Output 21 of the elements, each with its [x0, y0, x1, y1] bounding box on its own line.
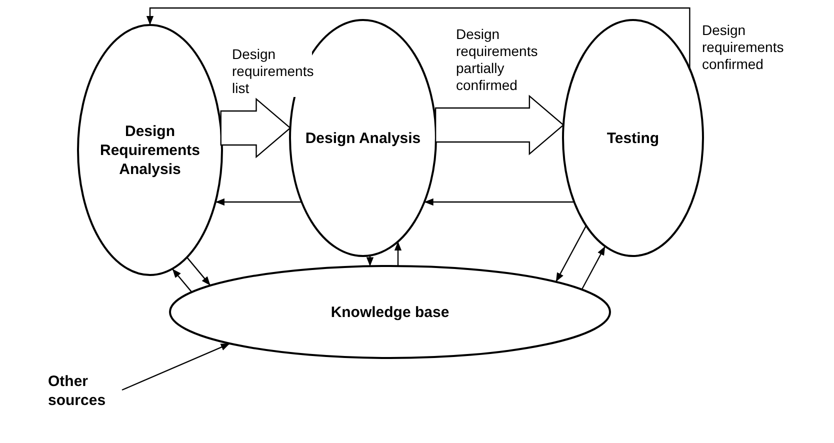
arrow: [146, 7, 690, 69]
node-label: Design Analysis: [304, 128, 422, 148]
edge-label: Design requirements list: [232, 46, 312, 97]
arrow: [366, 255, 374, 266]
node-label: Design Requirements Analysis: [98, 122, 202, 178]
process-ellipse: [77, 24, 223, 276]
arrow: [581, 246, 606, 290]
arrow: [555, 225, 587, 282]
arrow: [186, 256, 211, 286]
node-label: Testing: [606, 128, 660, 148]
process-ellipse: [169, 265, 611, 359]
arrow: [215, 198, 302, 206]
arrow: [172, 268, 192, 292]
arrow: [424, 198, 574, 206]
node-label: Other sources: [48, 372, 107, 410]
arrow: [394, 242, 402, 266]
node-label: Knowledge base: [330, 302, 450, 322]
process-ellipse: [562, 19, 704, 257]
hollow-arrow: [434, 94, 564, 156]
arrow: [122, 342, 230, 391]
hollow-arrow: [220, 98, 292, 158]
